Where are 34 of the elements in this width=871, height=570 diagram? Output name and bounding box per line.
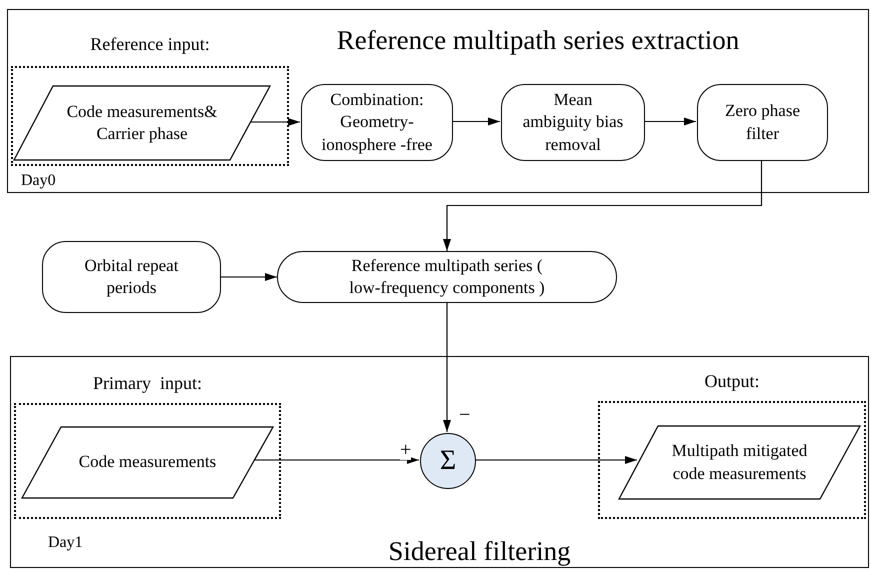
- node-text: Combination: Geometry- ionosphere -free: [320, 89, 434, 156]
- day-label: Day0: [21, 171, 56, 191]
- group-heading: Reference input:: [89, 33, 211, 56]
- node-text: Code measurements: [78, 451, 218, 474]
- node-text: Orbital repeat periods: [84, 254, 180, 299]
- node-text: Code measurements& Carrier phase: [66, 100, 218, 145]
- input-output-parallelogram: [21, 426, 274, 499]
- section-title: Reference multipath series extraction: [336, 27, 740, 54]
- arrow: [644, 118, 696, 126]
- input-output-parallelogram: [13, 85, 271, 161]
- node-text: Reference multipath series ( low-frequency components ): [348, 254, 546, 299]
- section-panel: [10, 356, 869, 568]
- group-heading: Output:: [703, 370, 760, 392]
- process-box: [301, 84, 453, 161]
- terminal-pill: [277, 251, 617, 303]
- node-text: Mean ambiguity bias removal: [522, 89, 624, 156]
- arrow: [443, 160, 762, 251]
- process-box: [501, 84, 645, 161]
- arrow: [221, 273, 277, 281]
- arrow: [452, 118, 500, 126]
- section-title: Sidereal filtering: [387, 538, 572, 565]
- node-text: Multipath mitigated code measurements: [670, 440, 808, 484]
- sum-symbol: Σ: [440, 447, 456, 475]
- node-text: Zero phase filter: [724, 100, 802, 144]
- group-heading: Primary input:: [92, 372, 203, 394]
- arrow: [253, 456, 419, 464]
- day-label: Day1: [48, 533, 83, 553]
- arrow: [475, 456, 637, 464]
- process-box: [42, 241, 221, 313]
- process-box: [697, 84, 828, 161]
- input-output-parallelogram: [618, 425, 861, 500]
- arrow: [250, 118, 300, 126]
- section-panel: [7, 9, 869, 193]
- arrow: [443, 303, 451, 432]
